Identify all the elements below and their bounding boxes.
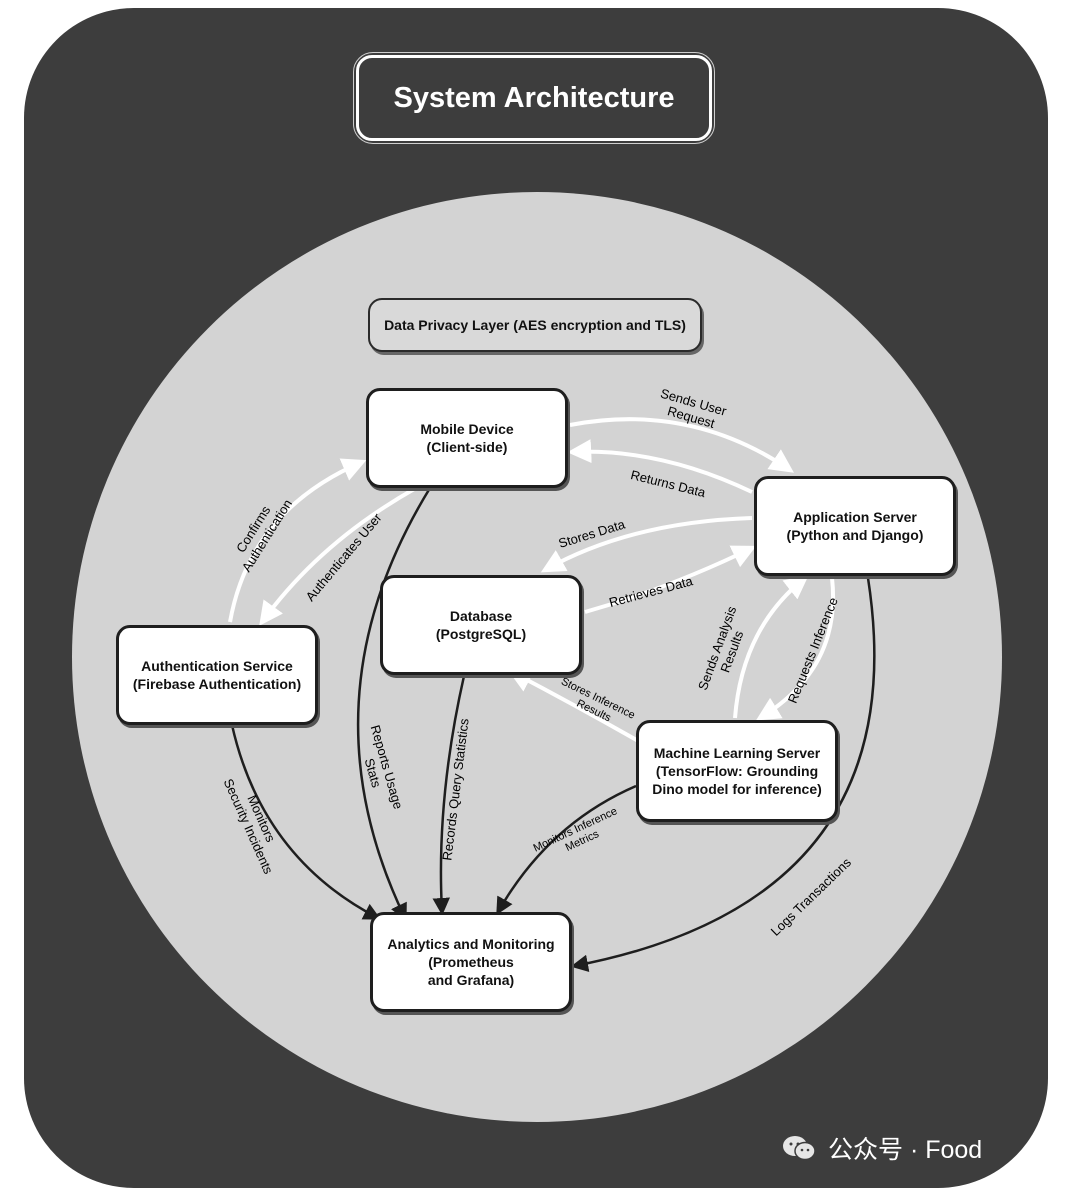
edge-stores-data [540,516,753,573]
node-ml-server-line3: Dino model for inference) [652,781,822,797]
label-stores-inference-results: Stores Inference Results [553,676,639,735]
node-mobile-device: Mobile Device (Client-side) [366,388,568,488]
node-authentication-service-subtitle: (Firebase Authentication) [132,676,302,692]
node-analytics-monitoring: Analytics and Monitoring (Prometheus and… [370,912,572,1012]
node-authentication-service-title: Authentication Service [141,658,293,674]
label-returns-data: Returns Data [629,467,708,500]
label-retrieves-data: Retrieves Data [607,573,695,610]
wechat-icon [783,1136,816,1161]
node-application-server-title: Application Server [793,509,917,525]
label-monitors-inference-metrics: Monitors Inference Metrics [532,804,628,866]
privacy-layer-label: Data Privacy Layer (AES encryption and T… [368,298,702,352]
label-stores-data: Stores Data [557,516,628,551]
label-monitors-security-incidents: Monitors Security Incidents [221,770,290,876]
label-confirms-authentication: Confirms Authentication [226,489,295,575]
node-machine-learning-server: Machine Learning Server (TensorFlow: Gro… [636,720,838,822]
node-application-server-subtitle: (Python and Django) [786,527,924,543]
node-ml-server-line2: (TensorFlow: Grounding [655,763,819,779]
edge-confirms-authentication [228,458,367,623]
node-database: Database (PostgreSQL) [380,575,582,675]
node-database-subtitle: (PostgreSQL) [435,626,527,642]
label-requests-inference: Requests Inference [785,595,841,705]
edge-requests-inference [755,577,835,721]
edge-authenticates-user [259,486,417,626]
node-database-title: Database [449,608,513,624]
node-mobile-device-subtitle: (Client-side) [426,439,508,455]
edge-stores-inference-results [507,669,641,744]
edge-sends-analysis-results [733,575,809,719]
watermark-text: 公众号 · Food [828,1136,983,1164]
edge-monitors-security-incidents [230,724,382,920]
node-ml-server-title: Machine Learning Server [653,745,821,761]
watermark: 公众号 · Food [782,1130,982,1166]
node-authentication-service: Authentication Service (Firebase Authent… [116,625,318,725]
edge-monitors-inference-metrics [496,784,637,916]
node-analytics-line3: and Grafana) [427,972,515,988]
edge-retrieves-data [584,545,757,614]
node-analytics-title: Analytics and Monitoring [387,936,555,952]
edge-reports-usage-stats [356,487,432,922]
label-authenticates-user: Authenticates User [303,510,386,604]
label-sends-analysis-results: Sends Analysis Results [695,601,755,698]
node-analytics-line2: (Prometheus [428,954,514,970]
node-application-server: Application Server (Python and Django) [754,476,956,576]
edge-logs-transactions [570,577,876,972]
edge-records-query-statistics [432,675,466,916]
diagram-title: System Architecture [353,52,715,144]
edge-returns-data [567,439,753,494]
label-logs-transactions: Logs Transactions [768,854,855,938]
edge-sends-user-request [569,417,794,473]
node-mobile-device-title: Mobile Device [420,421,514,437]
